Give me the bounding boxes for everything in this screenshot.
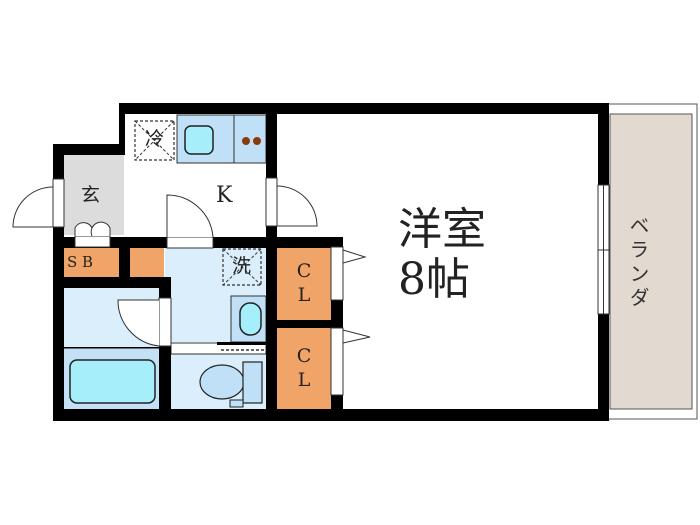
closet-2 [277,328,331,409]
bathroom-door[interactable] [117,297,172,347]
shoe-box-label: S B [67,253,94,271]
stove-burner-icon [242,137,250,145]
shoe-box [64,248,119,277]
washer-icon [222,248,262,286]
fridge-icon [134,120,175,161]
western-room-label: 洋室 8帖 [398,205,486,305]
balcony [604,103,698,420]
stove-burner-icon [253,137,261,145]
kitchen-label: K [216,183,233,208]
shoe-box-doors[interactable] [74,221,111,248]
washroom-door[interactable] [166,194,214,249]
sink-icon [184,125,214,155]
kitchen-counter [176,114,267,164]
balcony-window[interactable] [597,184,610,315]
bathtub-icon [69,359,156,404]
closet-1-door[interactable] [330,246,367,301]
entrance-floor [64,155,124,235]
entrance-label: 玄 [81,184,101,206]
western-room-name: 洋室 [398,204,486,255]
closet-2-label: C L [296,344,312,392]
closet-2-door[interactable] [330,327,371,396]
closet-1 [277,248,331,320]
storage-box [130,248,164,277]
western-room-size: 8帖 [398,254,470,305]
wash-basin-icon [230,295,267,343]
balcony-label: ベランダ [626,215,650,311]
toilet-icon [199,361,263,408]
kitchen-to-room-door[interactable] [265,177,318,227]
entrance-door[interactable] [12,178,65,228]
closet-1-label: C L [296,259,312,307]
fridge-label: 冷 [145,128,165,150]
closet-1-text: C L [296,260,312,306]
washer-label: 洗 [232,255,252,277]
closet-2-text: C L [296,345,312,391]
